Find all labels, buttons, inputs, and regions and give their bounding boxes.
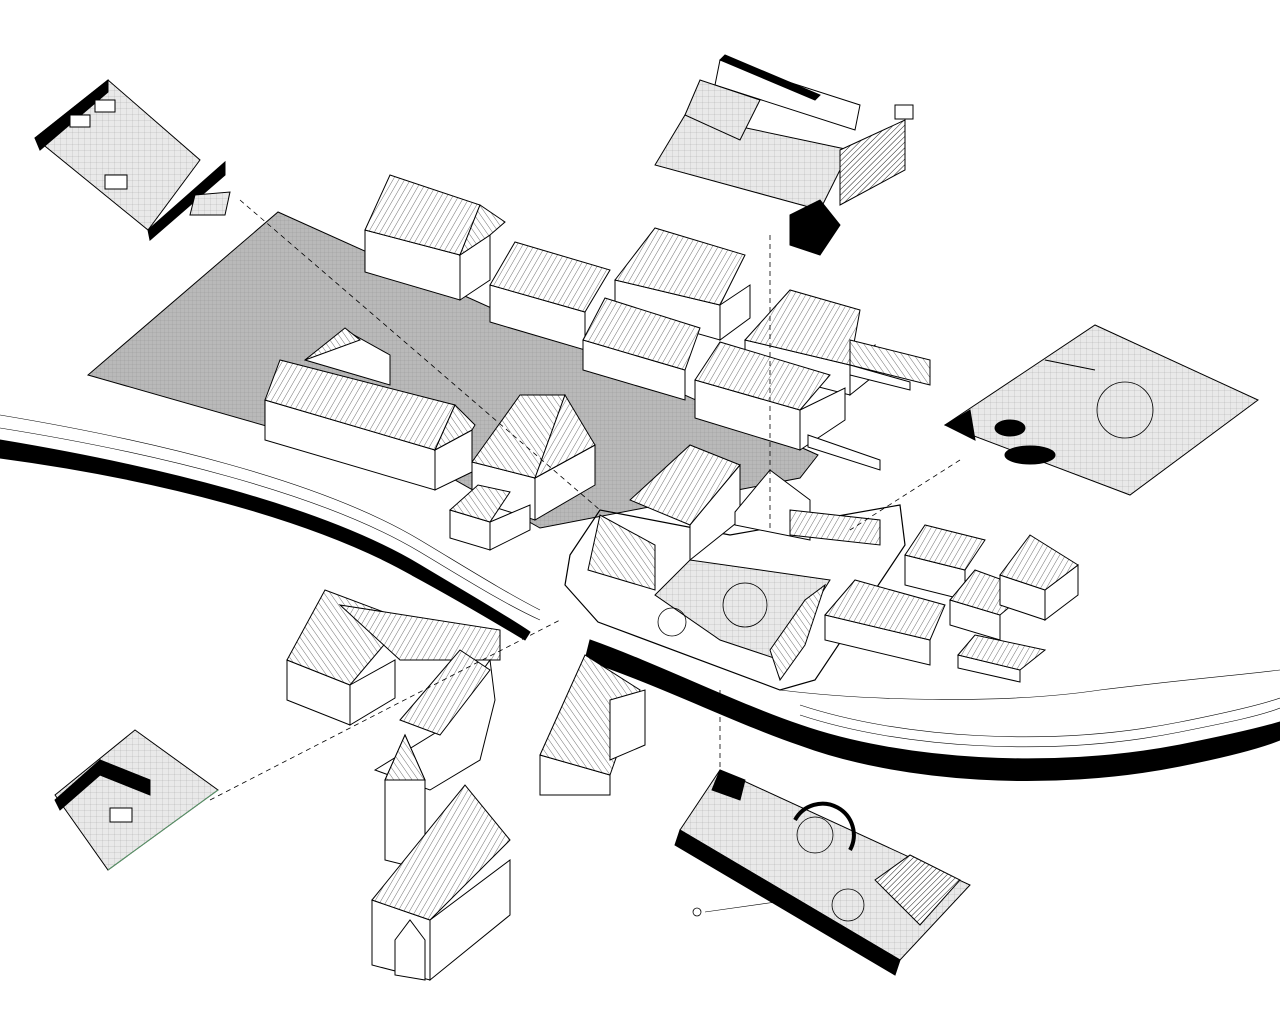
building-j	[949, 534, 1079, 683]
building-h	[449, 393, 596, 551]
building-f	[694, 341, 881, 471]
callout-dining-room	[34, 78, 231, 241]
building-c	[614, 227, 751, 341]
callout-riverside-pavilion	[674, 769, 971, 976]
callout-cafe-terrace	[654, 54, 914, 256]
building-g	[264, 327, 476, 491]
callout-lines	[209, 199, 961, 913]
building-i	[824, 524, 986, 666]
buildings	[264, 174, 1079, 982]
town-square	[86, 211, 819, 529]
courtyard-complex	[564, 444, 906, 691]
building-k	[286, 589, 501, 726]
building-m	[539, 654, 646, 796]
sun-icon	[692, 907, 702, 917]
callout-small-house	[54, 729, 219, 871]
church	[371, 733, 511, 982]
building-a	[364, 174, 506, 301]
river-band	[0, 414, 1280, 781]
building-b	[489, 241, 611, 351]
callout-park-playground	[943, 324, 1259, 496]
building-d	[582, 297, 701, 401]
